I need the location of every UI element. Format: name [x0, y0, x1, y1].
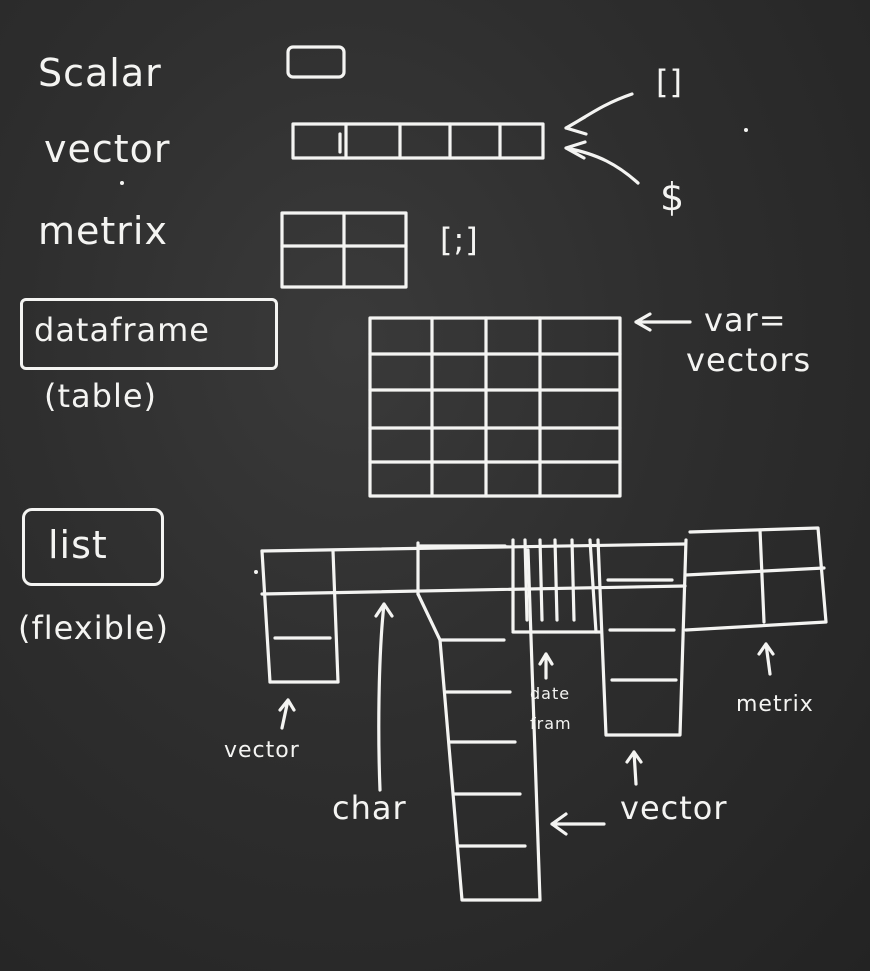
arrow-list-matrix	[757, 642, 775, 676]
chalk-dot	[254, 570, 258, 574]
label-dollar: $	[660, 175, 686, 219]
label-dataframe: dataframe	[34, 311, 210, 349]
label-list-df-2: fram	[530, 714, 572, 733]
arrow-list-char	[374, 602, 394, 792]
label-list-char: char	[332, 789, 407, 827]
arrow-dollar	[564, 140, 640, 185]
list-structure	[260, 526, 828, 902]
matrix-cells	[280, 211, 408, 289]
dataframe-frame	[20, 298, 278, 370]
list-frame	[22, 508, 164, 586]
chalk-dot	[744, 128, 748, 132]
arrow-list-df	[538, 652, 554, 680]
arrow-bracket	[564, 92, 634, 136]
label-var-vectors-1: var=	[704, 301, 787, 339]
label-list-sub: (flexible)	[18, 609, 169, 647]
label-matrix: metrix	[38, 209, 168, 253]
label-list-vector: vector	[224, 738, 300, 763]
label-vector: vector	[44, 127, 171, 171]
label-var-vectors-2: vectors	[686, 341, 812, 379]
dataframe-grid	[368, 316, 622, 498]
label-list-df-1: date	[530, 684, 571, 703]
arrow-list-vector2	[625, 750, 643, 786]
arrow-list-long-vector	[550, 812, 606, 836]
label-bracket: []	[656, 63, 683, 101]
arrow-list-vector	[278, 698, 296, 730]
label-list-vector2: vector	[620, 789, 728, 827]
label-list: list	[48, 523, 108, 567]
chalk-dot	[120, 181, 124, 185]
vector-cells	[291, 122, 545, 160]
label-dataframe-sub: (table)	[44, 377, 158, 415]
scalar-cell	[286, 45, 346, 79]
label-list-matrix: metrix	[736, 692, 814, 717]
arrow-var-vectors	[634, 312, 692, 332]
label-matrix-index: [;]	[440, 221, 479, 259]
label-scalar: Scalar	[38, 51, 162, 95]
